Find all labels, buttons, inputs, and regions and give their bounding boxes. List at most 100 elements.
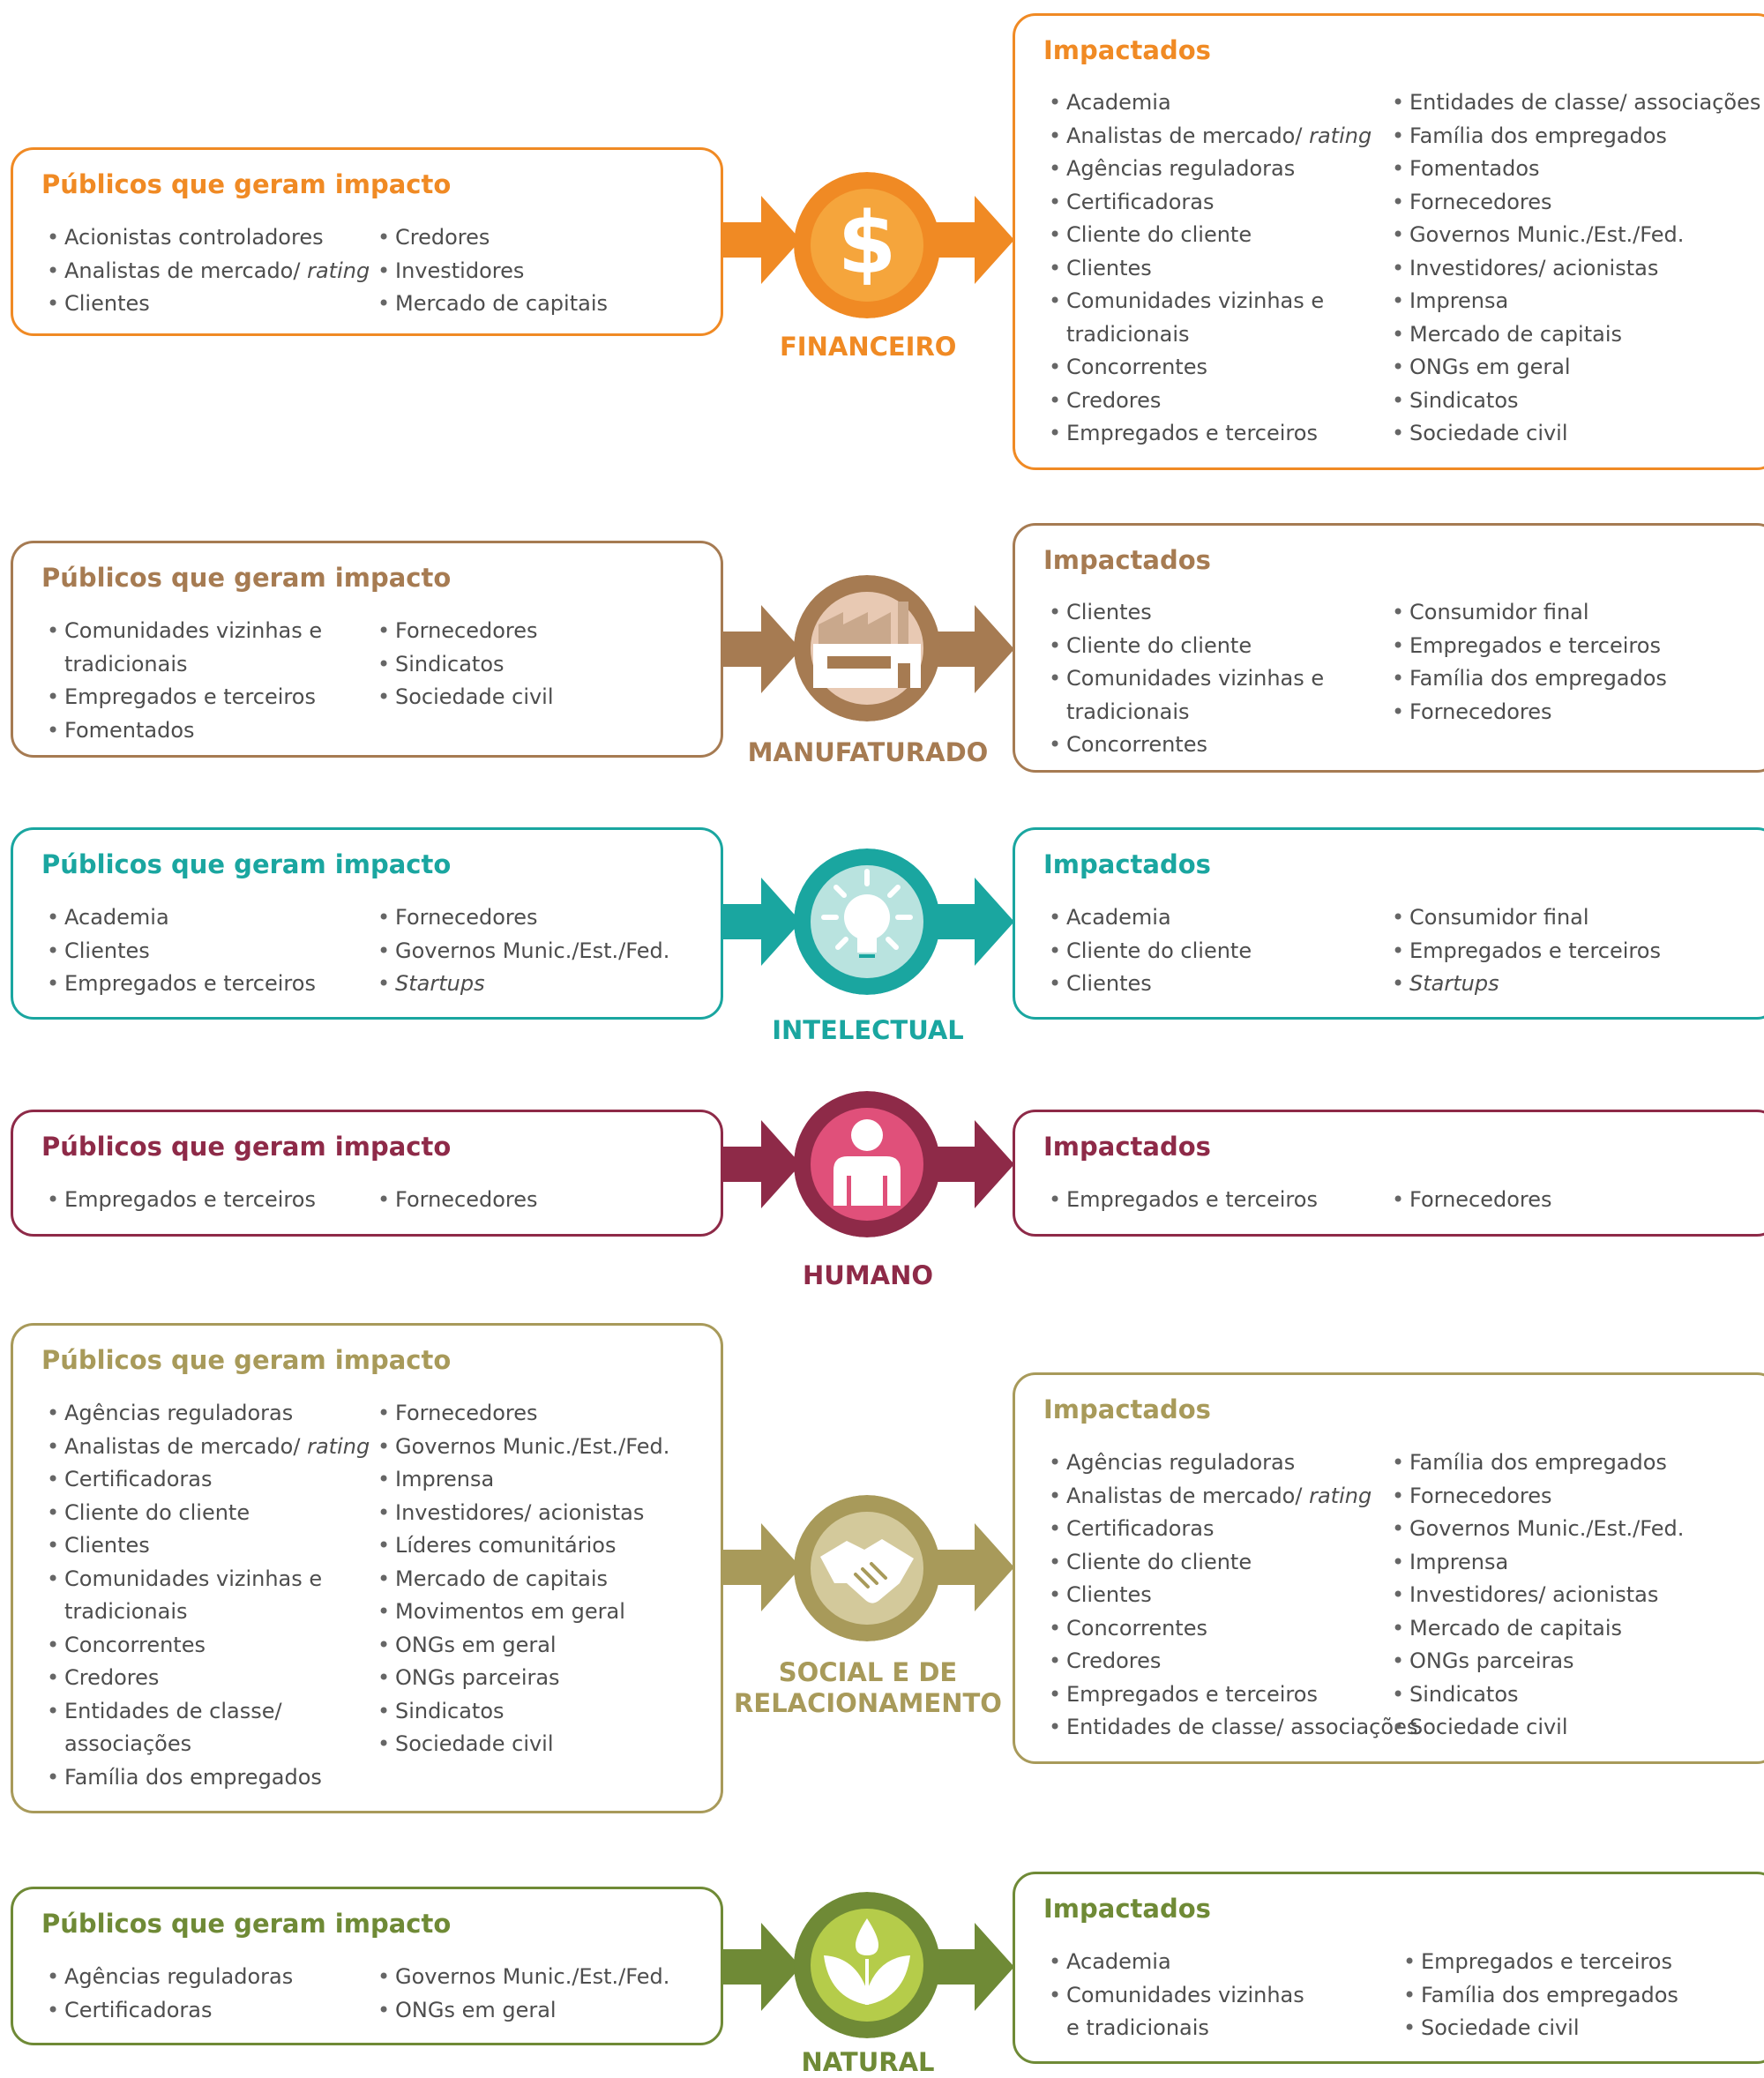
list-item-text: Empregados e terceiros	[64, 684, 316, 709]
person-icon	[794, 1091, 940, 1237]
list-item: Governos Munic./Est./Fed.	[377, 935, 669, 968]
list-item: Cliente do cliente	[1049, 219, 1372, 252]
list-item-text: Analistas de mercado/	[1066, 123, 1310, 148]
list-item: Analistas de mercado/ rating	[1049, 120, 1372, 153]
list-item-text: ONGs em geral	[395, 1997, 557, 2022]
list-item: Acionistas controladores	[47, 221, 370, 255]
list-item-text: Credores	[1066, 1648, 1162, 1673]
list-item-text: Acionistas controladores	[64, 225, 324, 250]
arrow-in	[721, 1120, 801, 1208]
list-item: Academia	[1049, 901, 1252, 935]
list-column: FornecedoresGovernos Munic./Est./Fed.Imp…	[377, 1397, 669, 1761]
leaves-icon	[794, 1892, 940, 2038]
list-item: Entidades de classe/ associações	[1392, 86, 1760, 120]
list-item-text: associações	[64, 1731, 192, 1756]
list-item-text: Governos Munic./Est./Fed.	[1409, 222, 1685, 247]
list-item-text: Imprensa	[395, 1467, 495, 1491]
list-item: Imprensa	[1392, 1546, 1684, 1580]
list-column: FornecedoresGovernos Munic./Est./Fed.Sta…	[377, 901, 669, 1001]
list-item-text: Fomentados	[64, 717, 195, 743]
list-item: Família dos empregados	[1392, 1446, 1684, 1480]
arrow-out	[933, 1923, 1014, 2011]
list-item: ONGs em geral	[1392, 351, 1760, 385]
financeiro-sources-box: Públicos que geram impacto Acionistas co…	[11, 147, 723, 336]
list-item: Agências reguladoras	[1049, 1446, 1417, 1480]
list-item: Mercado de capitais	[377, 1563, 669, 1596]
list-item: Sociedade civil	[377, 681, 554, 714]
list-item: Analistas de mercado/ rating	[1049, 1480, 1417, 1514]
list-item: ONGs em geral	[377, 1629, 669, 1663]
list-item: Certificadoras	[47, 1994, 293, 2028]
humano-sources-box: Públicos que geram impacto Empregados e …	[11, 1110, 723, 1237]
list-item: Clientes	[47, 935, 316, 968]
list-item-text: Academia	[1066, 905, 1171, 930]
list-item-text: Família dos empregados	[1409, 123, 1667, 148]
box-title: Públicos que geram impacto	[41, 1345, 452, 1375]
list-column: Agências reguladorasAnalistas de mercado…	[47, 1397, 370, 1794]
list-item: Agências reguladoras	[1049, 153, 1372, 186]
list-item-text: Concorrentes	[1066, 355, 1207, 379]
list-item-text: Governos Munic./Est./Fed.	[395, 938, 670, 963]
list-item-text: Família dos empregados	[64, 1764, 322, 1790]
box-title: Públicos que geram impacto	[41, 1909, 452, 1939]
list-item-text: Cliente do cliente	[1066, 222, 1252, 247]
list-item: tradicionais	[47, 648, 322, 682]
list-item: Consumidor final	[1392, 901, 1661, 935]
list-item: Imprensa	[377, 1463, 669, 1497]
list-item: Empregados e terceiros	[1049, 417, 1372, 451]
social-impacted-box: Impactados Agências reguladorasAnalistas…	[1013, 1372, 1764, 1764]
list-item: Cliente do cliente	[1049, 935, 1252, 968]
arrow-out	[933, 1523, 1014, 1611]
list-item-text: Comunidades vizinhas	[1066, 1982, 1304, 2007]
list-item-text: Clientes	[64, 1533, 150, 1558]
list-item-text: Certificadoras	[64, 1997, 213, 2022]
list-item-text: Clientes	[1066, 971, 1152, 996]
list-item-text: Movimentos em geral	[395, 1599, 625, 1624]
list-item-text: e tradicionais	[1066, 2015, 1209, 2040]
list-item: Agências reguladoras	[47, 1961, 293, 1994]
list-item: Investidores	[377, 255, 608, 288]
list-item: Academia	[47, 901, 316, 935]
list-item: Concorrentes	[47, 1629, 370, 1663]
list-item-text: Clientes	[64, 291, 150, 316]
list-item: tradicionais	[1049, 696, 1324, 729]
list-item: associações	[47, 1728, 370, 1761]
list-item: Academia	[1049, 86, 1372, 120]
list-column: Fornecedores	[377, 1184, 538, 1217]
manufaturado-sources-box: Públicos que geram impacto Comunidades v…	[11, 541, 723, 758]
list-item: Empregados e terceiros	[1049, 1678, 1417, 1712]
list-item: Comunidades vizinhas e	[47, 1563, 370, 1596]
list-item-text: Líderes comunitários	[395, 1533, 617, 1558]
list-column: CredoresInvestidoresMercado de capitais	[377, 221, 608, 321]
list-item-text: Investidores/ acionistas	[395, 1499, 645, 1525]
list-item-text: Clientes	[64, 938, 150, 963]
list-item: Comunidades vizinhas e	[1049, 285, 1372, 318]
list-item: Empregados e terceiros	[47, 968, 316, 1001]
social-sources-box: Públicos que geram impacto Agências regu…	[11, 1323, 723, 1813]
list-item: Imprensa	[1392, 285, 1760, 318]
list-item: Governos Munic./Est./Fed.	[377, 1961, 669, 1994]
list-item-text: Família dos empregados	[1409, 666, 1667, 691]
list-item-text: Governos Munic./Est./Fed.	[395, 1433, 670, 1459]
list-item: Fomentados	[1392, 153, 1760, 186]
list-item-text: Empregados e terceiros	[1421, 1949, 1672, 1974]
list-item: Comunidades vizinhas	[1049, 1979, 1304, 2013]
list-item: ONGs parceiras	[377, 1662, 669, 1695]
list-item: Clientes	[1049, 252, 1372, 286]
list-item: Sociedade civil	[1392, 1711, 1684, 1745]
list-item-text: Agências reguladoras	[1066, 156, 1296, 181]
list-column: Empregados e terceiros	[1049, 1184, 1318, 1217]
box-title: Públicos que geram impacto	[41, 169, 452, 199]
list-item-text: Startups	[1409, 971, 1499, 996]
list-item: Clientes	[1049, 1579, 1417, 1612]
list-item-text: Credores	[64, 1665, 160, 1690]
list-item-text: Investidores	[395, 258, 525, 283]
list-item: Comunidades vizinhas e	[47, 615, 322, 648]
list-item: Governos Munic./Est./Fed.	[377, 1431, 669, 1464]
list-item: Líderes comunitários	[377, 1529, 669, 1563]
arrow-in	[721, 605, 801, 693]
list-item-text: Empregados e terceiros	[1066, 1681, 1318, 1707]
list-item: Fornecedores	[377, 1184, 538, 1217]
list-item-text: Fornecedores	[1409, 1187, 1552, 1212]
